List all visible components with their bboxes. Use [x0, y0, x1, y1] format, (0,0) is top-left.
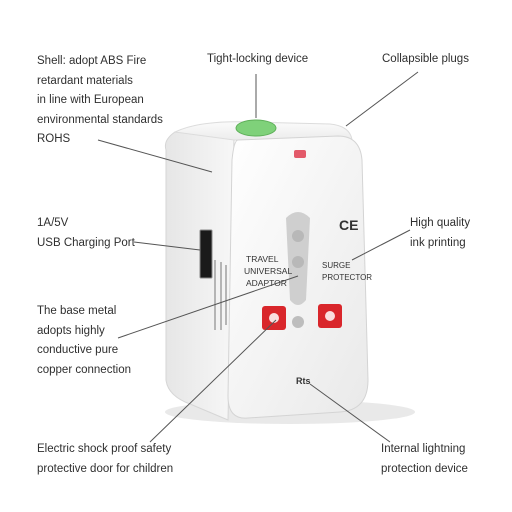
- face-text-protector: PROTECTOR: [322, 273, 372, 282]
- leader-shell: [97, 139, 213, 173]
- side-print: [214, 260, 227, 330]
- callout-base-metal: The base metal adopts highly conductive …: [37, 305, 131, 376]
- usb-port: [199, 229, 213, 279]
- face-text-adaptor: ADAPTOR: [246, 278, 287, 288]
- callout-ink: High quality ink printing: [410, 217, 471, 249]
- leader-shock: [149, 319, 277, 443]
- brand-logo: Rts: [296, 376, 311, 386]
- ce-mark: CE: [339, 217, 358, 233]
- leader-collapsible: [345, 71, 419, 127]
- leader-ink: [351, 229, 411, 261]
- leader-lightning: [309, 383, 391, 443]
- face-text-travel: TRAVEL: [246, 254, 279, 264]
- callout-shell: Shell: adopt ABS Fire retardant material…: [37, 55, 163, 145]
- callout-collapsible: Collapsible plugs: [382, 53, 469, 65]
- indicator-light: [294, 150, 306, 158]
- face-text-universal: UNIVERSAL: [244, 266, 292, 276]
- callout-lightning: Internal lightning protection device: [381, 443, 468, 475]
- lock-button: [235, 119, 277, 137]
- callout-usb: 1A/5V USB Charging Port: [37, 217, 135, 249]
- leader-base-metal: [117, 275, 299, 339]
- ground-hole: [292, 316, 304, 328]
- face-text-surge: SURGE: [322, 261, 350, 270]
- callout-shock: Electric shock proof safety protective d…: [37, 443, 174, 475]
- leader-usb: [133, 241, 201, 251]
- callout-tight-locking: Tight-locking device: [207, 53, 309, 65]
